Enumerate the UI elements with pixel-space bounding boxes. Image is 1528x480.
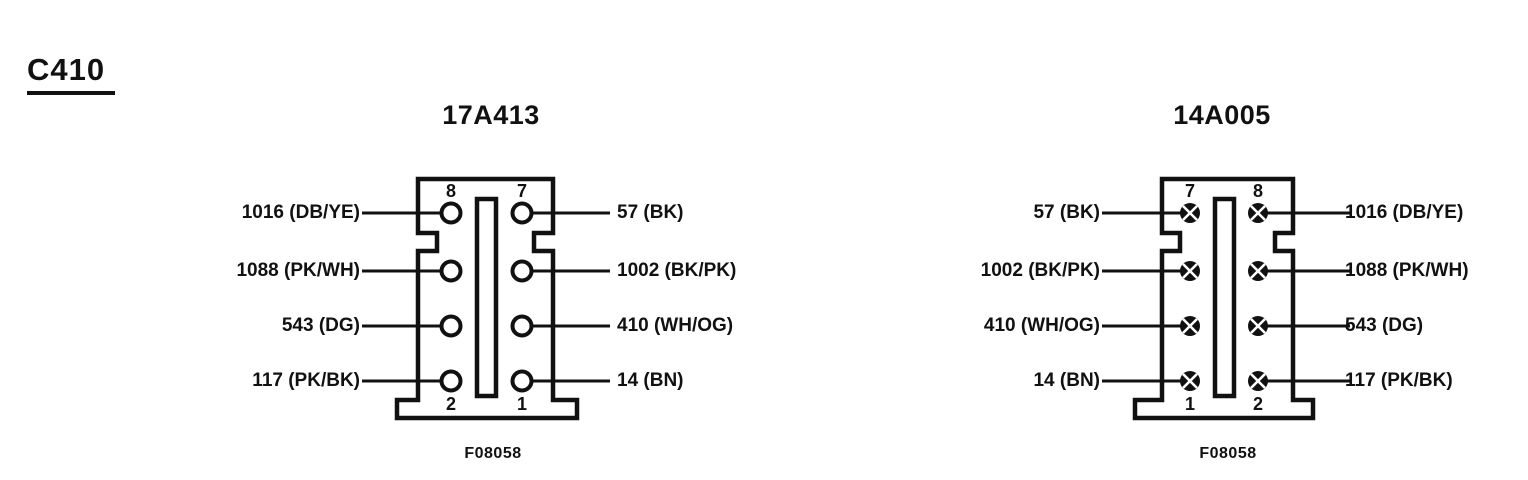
connector-id-heading: C410 (27, 52, 116, 95)
connector-figure-left: 17A413 8 7 2 1 1016 (DB/YE) 1088 (PK/WH (210, 95, 780, 475)
wire-label: 14 (BN) (1033, 370, 1100, 391)
pin-icon (1180, 203, 1200, 223)
wire-label: 410 (WH/OG) (983, 315, 1100, 336)
pin-icon (1180, 316, 1200, 336)
pin-icon (510, 369, 534, 393)
pin-icon (510, 201, 534, 225)
pin-icon (1248, 261, 1268, 281)
connector-title: 17A413 (442, 100, 540, 130)
pin-icon (1248, 316, 1268, 336)
pin-icon (439, 314, 463, 338)
pin-number-top-left: 7 (1184, 181, 1195, 201)
wire-label: 1002 (BK/PK) (980, 260, 1100, 281)
center-key-slot (1212, 196, 1237, 399)
pin-number-top-left: 8 (445, 181, 456, 201)
pin-icon (1248, 371, 1268, 391)
connector-figure-right: 14A005 (950, 95, 1520, 475)
center-key-slot (474, 196, 499, 399)
figure-code: F08058 (464, 445, 522, 462)
wire-label: 410 (WH/OG) (617, 315, 734, 336)
pin-icon (1248, 203, 1268, 223)
leader-lines (1102, 211, 1350, 383)
pin-icon (439, 369, 463, 393)
pin-number-bottom-right: 1 (516, 394, 527, 414)
pin-number-bottom-right: 2 (1252, 394, 1263, 414)
wire-label: 543 (DG) (281, 315, 360, 336)
connector-title: 14A005 (1173, 100, 1271, 130)
connector-housing-outline (394, 176, 580, 421)
wire-label: 1088 (PK/WH) (1345, 260, 1469, 281)
pin-icons-crossed (1180, 203, 1268, 391)
wire-label: 1016 (DB/YE) (1345, 202, 1464, 223)
wire-label: 117 (PK/BK) (252, 370, 360, 391)
pin-icon (510, 259, 534, 283)
pin-icon (510, 314, 534, 338)
pin-icon (439, 259, 463, 283)
pin-number-bottom-left: 2 (445, 394, 456, 414)
wire-label: 1002 (BK/PK) (617, 260, 737, 281)
wire-label: 57 (BK) (1033, 202, 1100, 223)
connector-body-drawing (362, 176, 610, 421)
pin-icons-open (439, 201, 534, 393)
pin-icon (439, 201, 463, 225)
leader-lines (362, 211, 610, 383)
wire-label: 117 (PK/BK) (1345, 370, 1453, 391)
wire-label: 1088 (PK/WH) (236, 260, 360, 281)
connector-body-drawing (1102, 176, 1350, 421)
wire-label: 543 (DG) (1345, 315, 1424, 336)
wire-label: 14 (BN) (617, 370, 684, 391)
pin-number-top-right: 7 (516, 181, 527, 201)
wire-label: 1016 (DB/YE) (241, 202, 360, 223)
connector-housing-outline (1132, 176, 1316, 421)
wire-label: 57 (BK) (617, 202, 684, 223)
pin-number-bottom-left: 1 (1184, 394, 1195, 414)
pin-icon (1180, 371, 1200, 391)
pin-number-top-right: 8 (1252, 181, 1263, 201)
figure-code: F08058 (1199, 445, 1257, 462)
pin-icon (1180, 261, 1200, 281)
